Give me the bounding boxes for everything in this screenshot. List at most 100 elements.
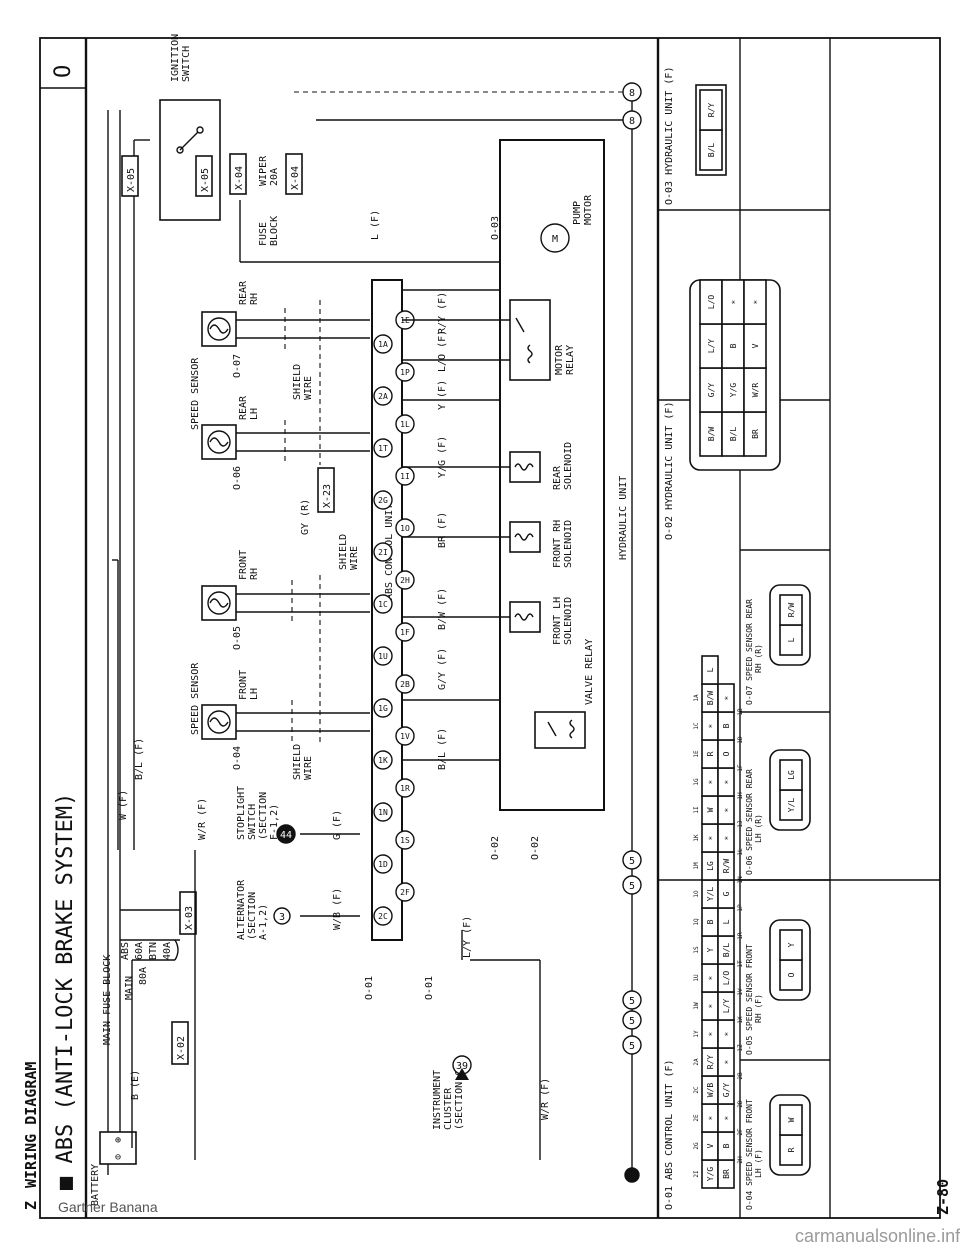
connector-grid-o02: B/WG/YL/YL/OB/LY/GB∗BRW/RV∗ (689, 279, 781, 471)
ground-ref-label: 5 (629, 856, 635, 867)
valve-relay (534, 711, 586, 749)
o01-cell-label: ∗ (706, 723, 715, 728)
o01-term-label: 1M (693, 862, 700, 870)
wire-label-bl-2: B/L (F) (437, 728, 448, 770)
wiper-fuse-label: WIPER20A (258, 155, 280, 186)
o01-term-label: 1H (737, 792, 744, 800)
speed-sensor-front-lh (201, 704, 237, 740)
wire-label-lo: L/O (F) (437, 330, 448, 372)
o01-term-label: 1L (737, 848, 744, 856)
sensor-connector-cell-label: R (787, 1147, 796, 1152)
o01-term-label: 2E (693, 1114, 700, 1122)
o02-cell-label: V (751, 343, 760, 348)
front-rh-solenoid (509, 521, 541, 553)
battery: ⊕ ⊖ (99, 1131, 137, 1165)
conn-code-o01-b: O-01 (424, 976, 435, 1000)
abs-terminal (373, 854, 393, 874)
diagram-title-group: ■ ABS (ANTI-LOCK BRAKE SYSTEM) (53, 793, 78, 1190)
o01-cell-label: B/W (706, 691, 715, 706)
footer-o06-title: O-06 SPEED SENSOR REARLH (R) (745, 769, 763, 875)
o01-cell-label: LG (706, 861, 715, 871)
o01-cell-label: BR (722, 1169, 731, 1179)
o01-cell-label: ∗ (706, 1003, 715, 1008)
speed-sensor-rear-label: SPEED SENSOR (190, 357, 201, 430)
o01-term-label: 1T (737, 960, 744, 968)
abs-terminal-label: 1P (400, 368, 410, 377)
o01-cell-label: ∗ (706, 975, 715, 980)
page-number-group: Z-80 (934, 1179, 952, 1215)
abs-terminal (373, 646, 393, 666)
o01-cell-label: W/B (706, 1083, 715, 1098)
footer-o04-title: O-04 SPEED SENSOR FRONTLH (F) (745, 1099, 763, 1210)
connector-x02: X-02 (176, 1036, 187, 1060)
front-lh-label: FRONTLH (238, 670, 260, 700)
o01-term-label: 1P (737, 904, 744, 912)
terminal-list: 2C1D1N1K1G1U1C2I2G1T2A1A2F1S1R1V2B1F2H1O… (373, 310, 415, 926)
abs-terminal-label: 2H (400, 576, 410, 585)
o01-cell-label: ∗ (722, 779, 731, 784)
conn-code-o05: O-05 (232, 626, 243, 650)
abs-terminal-label: 2I (378, 548, 388, 557)
ground-ref (622, 110, 642, 130)
wire-label-bl: B/L (F) (134, 738, 145, 780)
wire-label-wr: W/R (F) (197, 798, 208, 840)
abs-terminal-label: 1S (400, 836, 410, 845)
ground-ref (622, 990, 642, 1010)
connector-x02-box (171, 1021, 189, 1065)
fuse-btn-label: BTN (148, 942, 159, 960)
wire-label-bw: B/W (F) (437, 588, 448, 630)
o02-cell-label: BR (751, 429, 760, 439)
o02-cell-label: W/R (751, 383, 760, 398)
connector-x05-1: X-05 (126, 168, 137, 192)
o01-term-label: 1A (693, 694, 700, 702)
pump-motor-label: PUMPMOTOR (572, 194, 594, 225)
o01-cell-label: ∗ (722, 1115, 731, 1120)
abs-terminal-label: 1G (378, 704, 388, 713)
abs-terminal (373, 386, 393, 406)
abs-terminal-label: 1N (378, 808, 388, 817)
front-rh-label: FRONTRH (238, 550, 260, 580)
hydraulic-unit-label: HYDRAULIC UNIT (618, 476, 629, 560)
o01-cell-label: B (722, 1143, 731, 1148)
o02-cell-label: B/W (707, 427, 716, 442)
alternator-section-ref (273, 907, 291, 925)
conn-code-o01-a: O-01 (364, 976, 375, 1000)
abs-terminal (373, 438, 393, 458)
shield-wire-label-1: SHIELDWIRE (292, 744, 314, 780)
svg-text:⊕: ⊕ (115, 1135, 121, 1146)
o02-cell-label: ∗ (751, 299, 760, 304)
abs-terminal (395, 414, 415, 434)
o01-term-label: 2A (693, 1058, 700, 1066)
o01-term-label: 2D (737, 1100, 744, 1108)
o01-term-label: 1Q (693, 918, 700, 926)
sensor-wires (236, 300, 370, 745)
o02-cell-label: L/Y (707, 339, 716, 354)
o01-term-label: 1W (693, 1002, 700, 1010)
abs-terminal-label: 2A (378, 392, 388, 401)
fuse-abs-label: ABS (120, 942, 131, 960)
motor-relay-label: MOTORRELAY (554, 344, 576, 375)
o01-cell-label: L (722, 919, 731, 924)
abs-terminal-label: 1C (378, 600, 388, 609)
o01-term-label: 1D (737, 736, 744, 744)
rear-solenoid (509, 451, 541, 483)
fuse-abs-rating: 60A (134, 942, 145, 960)
conn-code-o06: O-06 (232, 466, 243, 490)
o01-term-label: 1B (737, 708, 744, 716)
site-footer[interactable]: carmanualsonline.info (795, 1226, 960, 1246)
o01-cell-label: R/W (722, 859, 731, 874)
o01-cell-label: B (706, 919, 715, 924)
connector-x04-box-1 (229, 153, 247, 195)
abs-terminal-label: 1D (378, 860, 388, 869)
fuse-btn-rating: 40A (162, 942, 173, 960)
sensor-connector-cell-label: W (787, 1117, 796, 1122)
o01-cell-label: ∗ (706, 1115, 715, 1120)
abs-terminal-label: 2G (378, 496, 388, 505)
svg-text:M: M (552, 234, 558, 245)
o01-cell-label: L/O (722, 971, 731, 986)
sensor-connector-cell-label: Y/L (787, 798, 796, 813)
wire-label-l: L (F) (370, 210, 381, 240)
o03-cell (699, 89, 723, 131)
diagram-title: ■ ABS (ANTI-LOCK BRAKE SYSTEM) (53, 793, 78, 1190)
o01-term-label: 1U (693, 974, 700, 982)
